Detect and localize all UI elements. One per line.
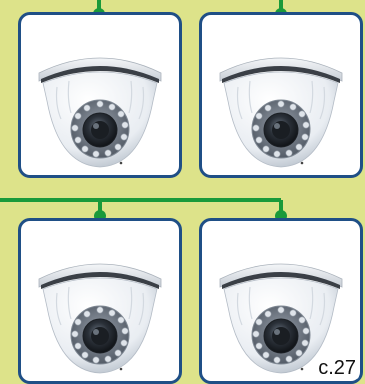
camera-card[interactable] [199,12,363,178]
dome-camera-icon [202,15,360,175]
dome-camera-icon [21,15,179,175]
camera-card[interactable] [18,12,182,178]
dome-camera-icon [21,221,179,381]
page-number: c.27 [315,357,359,379]
camera-card[interactable] [18,218,182,384]
